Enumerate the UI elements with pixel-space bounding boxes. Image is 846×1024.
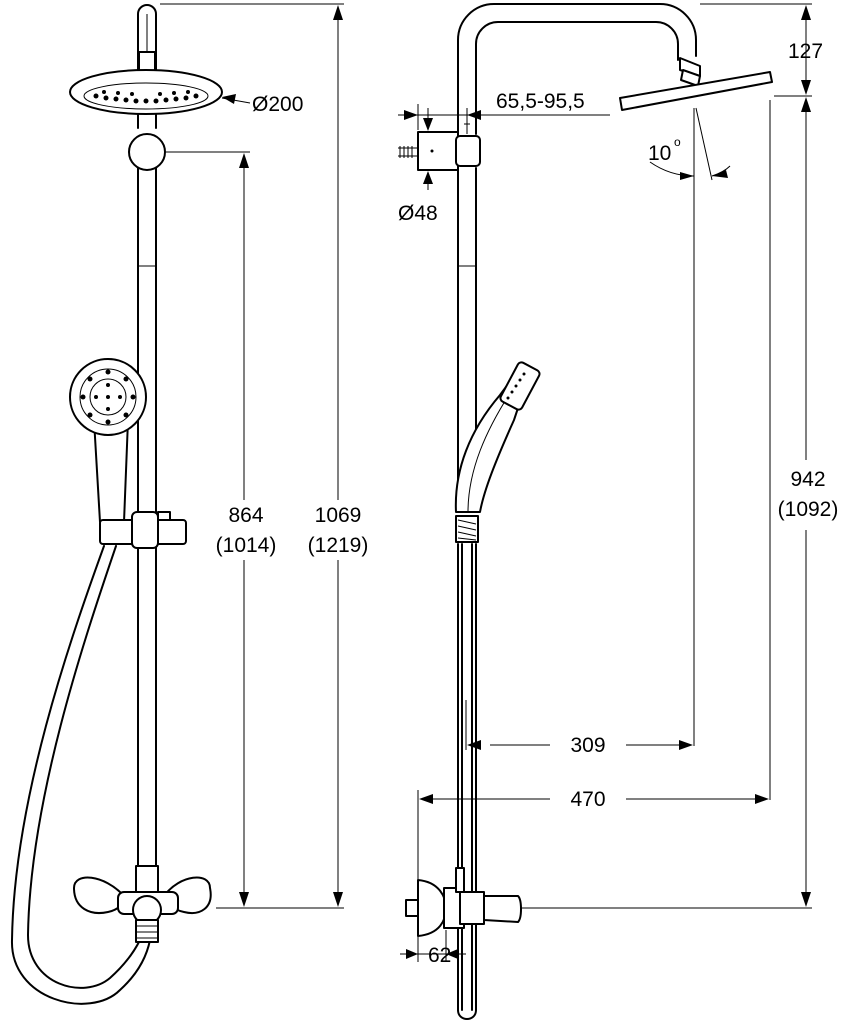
dim-arrow — [801, 892, 811, 907]
tilt-angle: 10 — [648, 142, 671, 165]
bolt-thread — [399, 146, 413, 158]
dim-arrow — [333, 892, 343, 907]
bracket-centre — [430, 149, 434, 153]
slide-holder-knob — [131, 511, 159, 549]
hand-shower-front — [69, 358, 147, 523]
dim-arrow — [239, 153, 249, 168]
dim-arrow — [801, 5, 811, 20]
head-diameter-arrow — [222, 94, 236, 104]
dim-1092: (1092) — [778, 498, 839, 521]
dim-arrow — [467, 110, 481, 120]
dim-arrow — [446, 949, 458, 959]
hose-inner — [27, 545, 141, 989]
dim-1069: 1069 — [315, 504, 362, 527]
hose-side — [457, 543, 477, 1011]
overhead-shower-head — [69, 69, 223, 115]
dim-arrow — [333, 5, 343, 20]
dim-309: 309 — [570, 734, 605, 757]
angle-arrow — [712, 170, 728, 178]
dim-127: 127 — [788, 40, 823, 63]
knurl — [457, 519, 477, 541]
dim-arrow — [467, 740, 481, 750]
dim-arrow — [423, 171, 433, 184]
gooseneck-arm-inner — [475, 21, 679, 135]
dim-1014: (1014) — [216, 534, 277, 557]
hose-outer — [10, 545, 151, 1005]
head-nozzle-ring — [83, 82, 209, 110]
dim-942: 942 — [790, 468, 825, 491]
mixer-side — [405, 867, 522, 937]
angle-arrow — [680, 172, 694, 180]
dim-1219: (1219) — [308, 534, 369, 557]
dim-arrow — [239, 892, 249, 907]
dim-62: 62 — [428, 944, 451, 967]
dim-arrow — [801, 97, 811, 112]
dim-arrow — [423, 118, 433, 131]
side-view: Ø48 65,5-95,5 127 10 o 942 (1092) — [398, 3, 839, 1020]
wall-bracket-side — [417, 131, 459, 171]
hose-loop — [457, 1009, 477, 1020]
dim-arrow — [406, 949, 418, 959]
hand-shower-side — [454, 361, 541, 513]
dim-arrow — [679, 740, 693, 750]
dim-864: 864 — [228, 504, 263, 527]
dim-48: Ø48 — [398, 202, 438, 225]
head-nozzles — [93, 90, 199, 104]
gooseneck-arm-outer — [457, 3, 697, 135]
dim-arrow — [404, 110, 418, 120]
dim-wall-offset: 65,5-95,5 — [496, 90, 585, 113]
slide-holder-clip — [157, 511, 171, 521]
dim-470: 470 — [570, 788, 605, 811]
bracket-clamp — [455, 135, 481, 167]
head-axis-tilted — [695, 107, 713, 181]
dim-arrow — [419, 794, 433, 804]
dim-arrow — [755, 794, 769, 804]
tilt-unit: o — [674, 135, 681, 149]
mixer-front — [73, 865, 212, 943]
overhead-head-side — [619, 71, 773, 111]
front-view: Ø200 — [10, 3, 369, 1005]
wall-bracket-front — [128, 133, 166, 171]
head-diameter-label: Ø200 — [252, 93, 303, 116]
dim-arrow — [801, 80, 811, 95]
